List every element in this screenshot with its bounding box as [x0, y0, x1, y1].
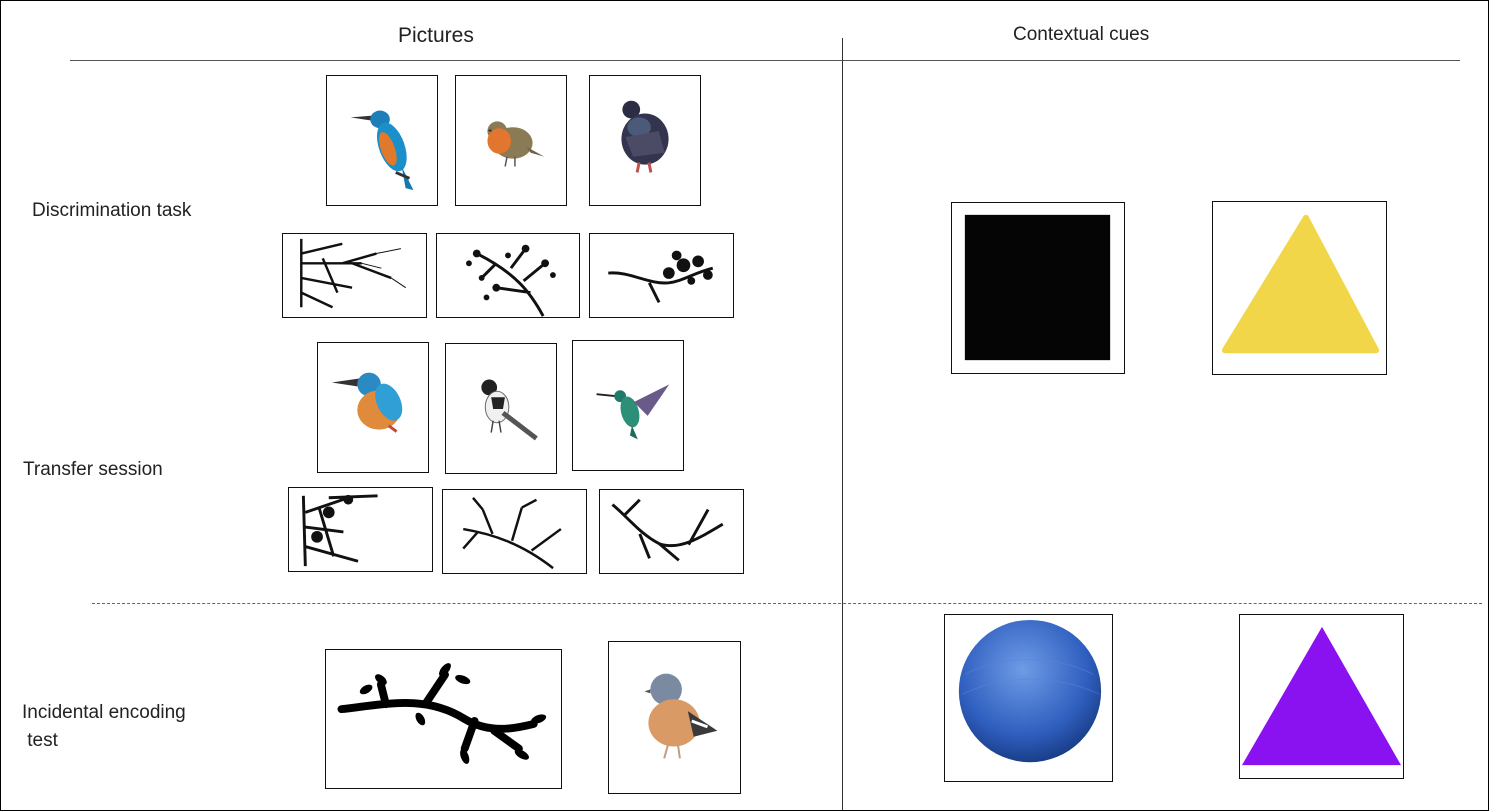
section-divider [92, 603, 1482, 604]
purple-triangle-cue [1239, 614, 1404, 779]
kingfisher-picture [326, 75, 438, 206]
incidental-encoding-label-line1: Incidental encoding [22, 702, 186, 723]
blossom-branch-icon [608, 250, 714, 304]
pigeon-picture [589, 75, 701, 206]
black-square-cue [951, 202, 1125, 374]
wagtail-icon [481, 379, 538, 441]
wagtail-picture [445, 343, 557, 474]
contextual-cues-header: Contextual cues [1013, 24, 1150, 45]
chaffinch-icon [644, 673, 718, 759]
robin-picture [455, 75, 567, 206]
leafy-branch-icon [337, 663, 547, 764]
branch-picture-2 [288, 487, 433, 572]
leafy-branch-picture-2 [325, 649, 562, 789]
black-square-shape [964, 214, 1111, 361]
bare-branch-icon [611, 498, 724, 562]
branch-icon [300, 238, 407, 309]
chaffinch-picture [608, 641, 741, 794]
bare-branch-icon [462, 497, 562, 570]
kingfisher-picture-2 [317, 342, 429, 473]
header-divider [70, 60, 1460, 61]
pictures-header: Pictures [398, 24, 474, 47]
bare-branch-picture-2 [599, 489, 744, 574]
transfer-session-label: Transfer session [23, 459, 163, 480]
hummingbird-picture [572, 340, 684, 471]
robin-icon [487, 121, 545, 167]
yellow-triangle-cue [1212, 201, 1387, 375]
discrimination-task-label: Discrimination task [32, 200, 192, 221]
branch-icon [301, 494, 378, 567]
leafy-branch-icon [466, 244, 556, 317]
blossom-branch-picture-1 [589, 233, 734, 318]
leafy-branch-picture-1 [436, 233, 580, 318]
blue-ball-cue [944, 614, 1113, 782]
bare-branch-picture-1 [442, 489, 587, 574]
purple-triangle-shape [1241, 626, 1402, 766]
kingfisher-icon [350, 110, 414, 191]
branch-picture-1 [282, 233, 427, 318]
hummingbird-icon [596, 384, 670, 440]
blue-ball-shape [958, 619, 1102, 763]
kingfisher-icon [331, 372, 403, 433]
pigeon-icon [621, 100, 669, 173]
yellow-triangle-shape [1221, 214, 1380, 354]
column-divider [842, 38, 843, 810]
incidental-encoding-label-line2: test [22, 730, 58, 751]
